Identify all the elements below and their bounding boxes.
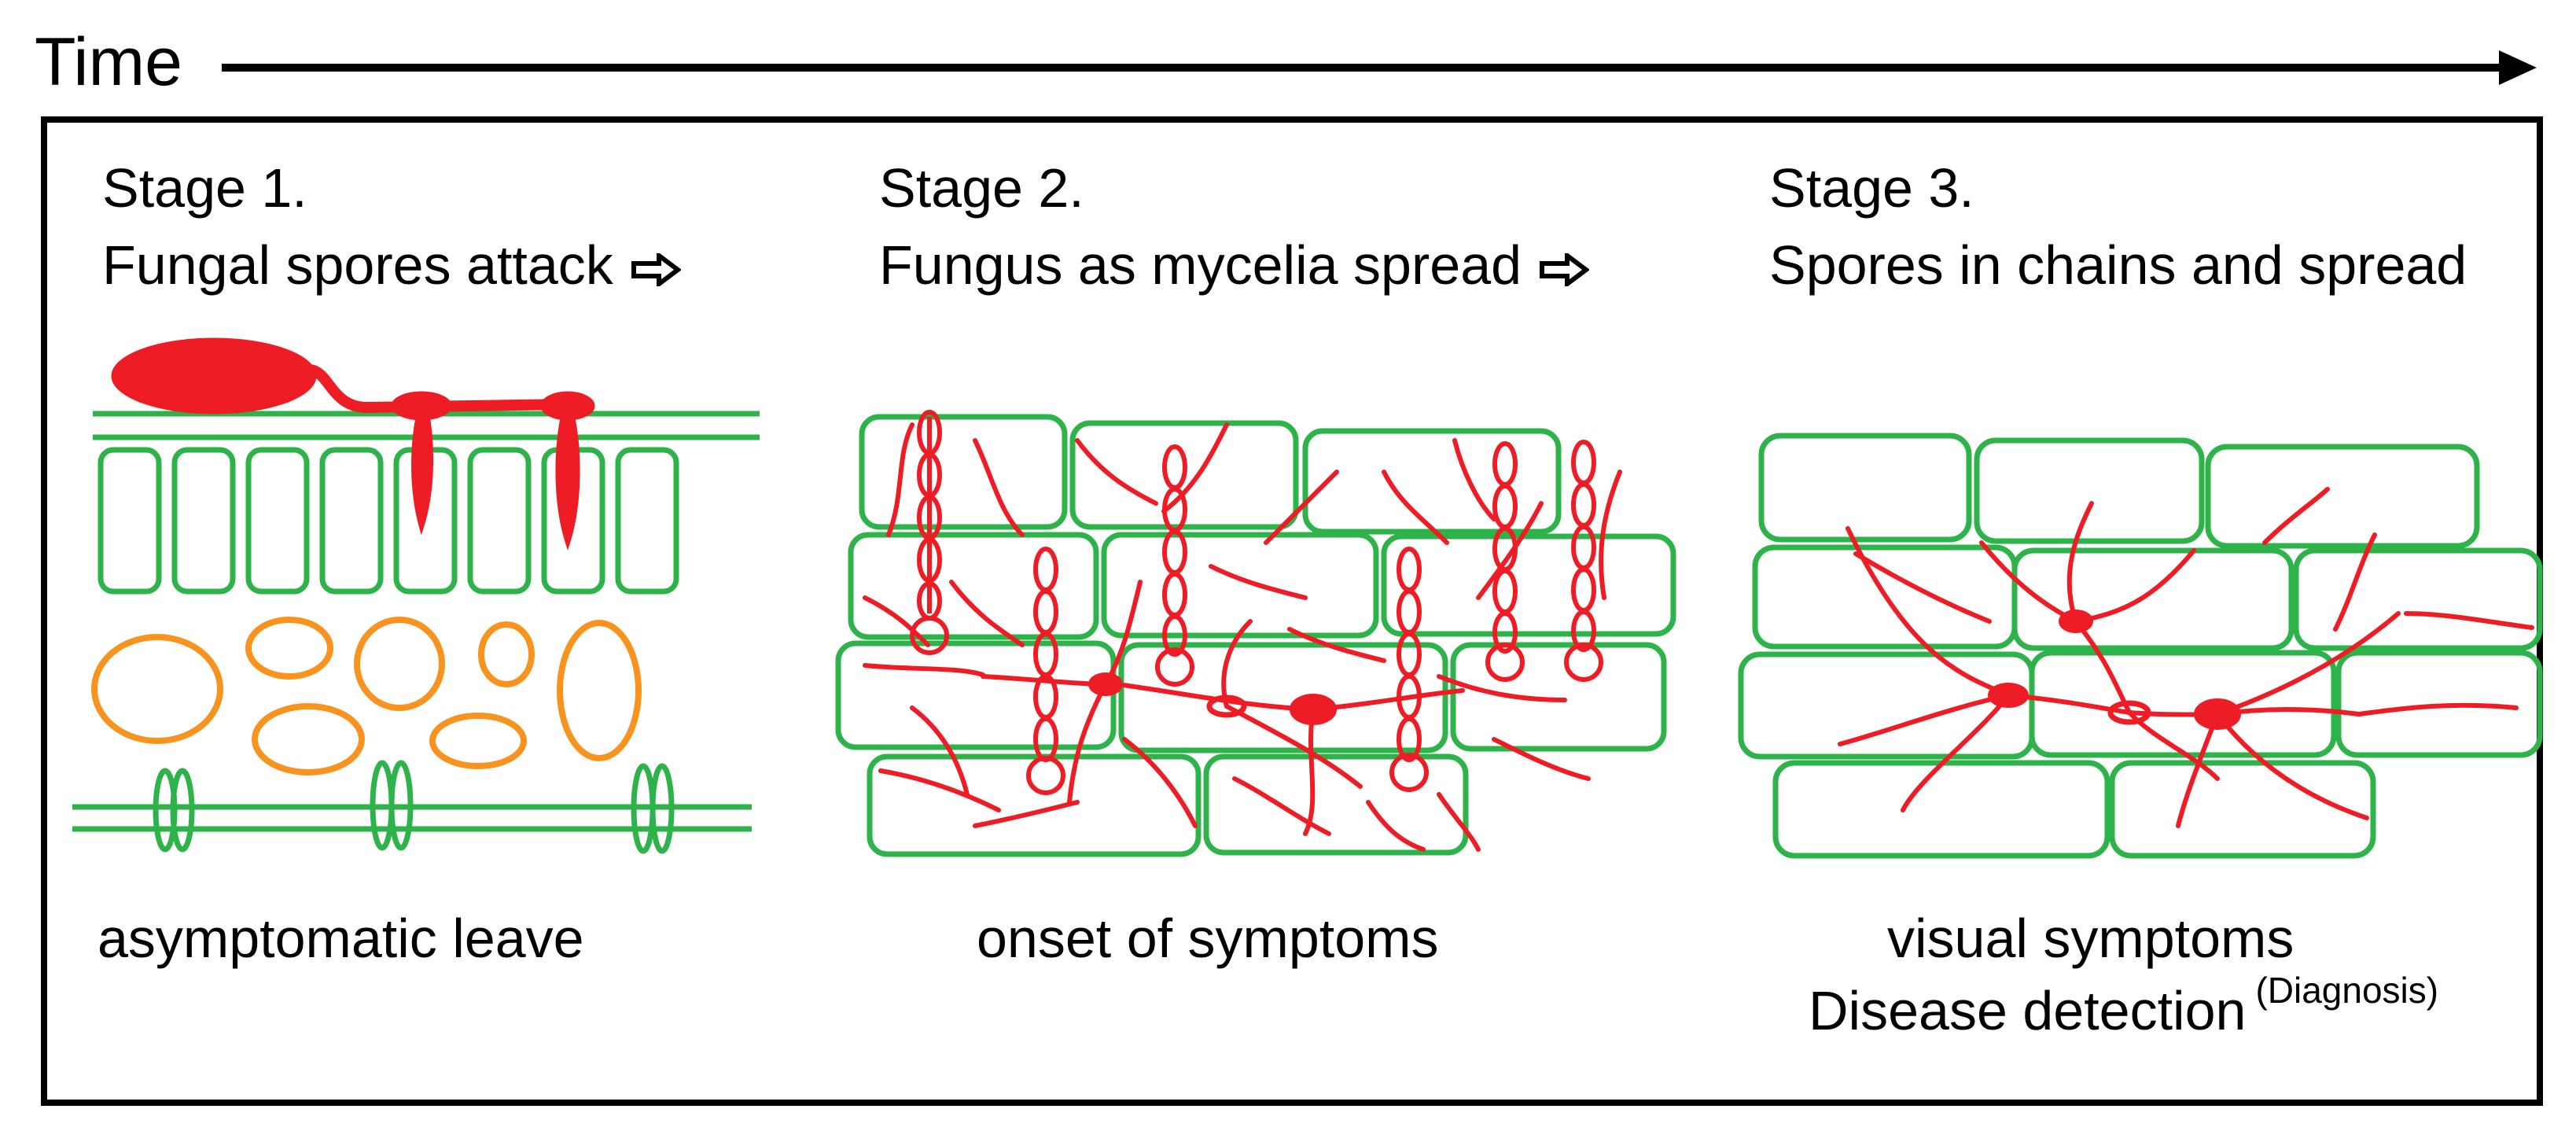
- stage-1-title: Stage 1.: [102, 157, 307, 219]
- right-arrow-icon: [1540, 252, 1590, 286]
- stage-1-palisade-cells: [98, 447, 679, 595]
- stage-1-caption: asymptomatic leave: [98, 908, 584, 969]
- stage-1-stomata: [153, 760, 675, 854]
- time-arrow: [222, 50, 2537, 85]
- stage-1-description: Fungal spores attack: [102, 234, 613, 296]
- stage-2-fungal-nodes: [1088, 672, 1337, 725]
- stage-3-description: Spores in chains and spread: [1769, 234, 2467, 296]
- stage-1-leaf-illustration: [72, 337, 760, 854]
- stage-2-description-row: Fungus as mycelia spread: [879, 238, 1590, 293]
- stage-2-spore-chains: [910, 410, 1603, 795]
- stage-3-caption-line2: Disease detection: [1809, 980, 2247, 1041]
- stage-1-spongy-cells: [91, 617, 642, 775]
- stage-3-leaf-illustration: [1738, 433, 2543, 859]
- stage-3-caption-line2-row: Disease detection(Diagnosis): [1809, 972, 2438, 1041]
- stage-3-caption-superscript: (Diagnosis): [2255, 970, 2439, 1011]
- stage-3-cells: [1738, 433, 2543, 859]
- stage-2-caption: onset of symptoms: [977, 908, 1439, 969]
- time-axis-label: Time: [35, 24, 182, 100]
- stage-3-caption-line1: visual symptoms: [1887, 908, 2294, 969]
- stage-1-description-row: Fungal spores attack: [102, 238, 681, 293]
- stage-2-cells: [835, 414, 1676, 857]
- stage-2-mycelia: [863, 422, 1622, 852]
- stage-1-fungal-spore: [111, 337, 595, 551]
- stage-3-fungal-nodes: [1988, 610, 2241, 730]
- stage-2-title: Stage 2.: [879, 157, 1084, 219]
- right-arrow-icon: [631, 252, 681, 286]
- stage-2-description: Fungus as mycelia spread: [879, 234, 1522, 296]
- stage-2-leaf-illustration: [835, 410, 1676, 857]
- stage-3-title: Stage 3.: [1769, 157, 1974, 219]
